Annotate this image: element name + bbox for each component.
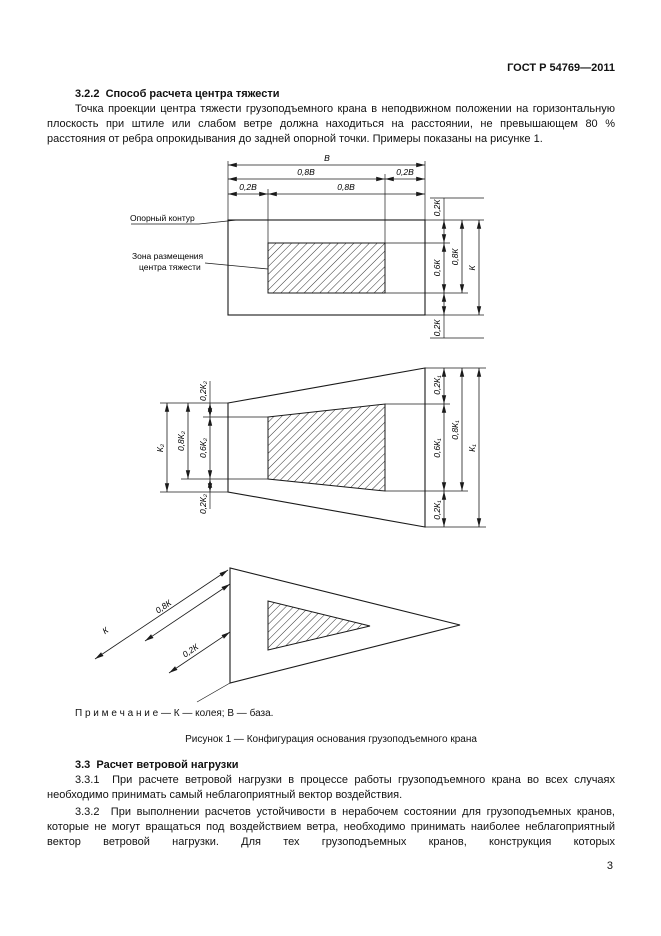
dim-label-K: К — [100, 624, 111, 636]
dim-label-08B: 0,8В — [297, 167, 315, 177]
callout-leader — [204, 262, 269, 270]
support-contour-triangle — [229, 567, 461, 684]
dim-label-02K1: 0,2К₁ — [432, 500, 442, 520]
callout-cg-zone-line2: центра тяжести — [139, 262, 201, 272]
dim-label-02K1: 0,2К₁ — [432, 375, 442, 395]
cg-zone-hatch — [267, 403, 386, 492]
dim-label-08K1: 0,8К₁ — [450, 420, 460, 440]
figure-1-drawing: В 0,8В 0,2В 0,2В 0,8В 0,2К 0,6К 0,2К — [94, 153, 486, 703]
dim-label-08B: 0,8В — [337, 182, 355, 192]
dim-label-02B: 0,2В — [396, 167, 414, 177]
dim-label-B: В — [324, 153, 330, 163]
dim-label-02K: 0,2К — [181, 641, 201, 659]
figure-note: П р и м е ч а н и е — К — колея; В — баз… — [75, 708, 274, 719]
page-content: 3.2.2 Способ расчета центра тяжести Точк… — [47, 88, 615, 850]
dim-label-06K2: 0,6К₂ — [198, 437, 208, 458]
support-contour-rect — [227, 219, 426, 316]
dim-label-02K2: 0,2К₂ — [198, 380, 208, 401]
plan-triangle-base: К 0,8К 0,2К — [94, 567, 461, 703]
paragraph-3-3-2: 3.3.2 При выполнении расчетов устойчивос… — [47, 806, 615, 848]
doc-number: ГОСТ Р 54769—2011 — [507, 62, 615, 74]
dim-label-08K: 0,8К — [450, 248, 460, 266]
dim-label-02B: 0,2В — [239, 182, 257, 192]
figure-caption: Рисунок 1 — Конфигурация основания грузо… — [185, 734, 477, 745]
callout-support-contour: Опорный контур — [130, 213, 195, 223]
figure-1: В 0,8В 0,2В 0,2В 0,8В 0,2К 0,6К 0,2К — [47, 153, 615, 705]
section-heading-3-3: 3.3 Расчет ветровой нагрузки — [75, 759, 239, 771]
paragraph-3-2-2: Точка проекции центра тяжести грузоподъе… — [47, 103, 615, 145]
dim-label-02K2: 0,2К₂ — [198, 493, 208, 514]
callout-leader — [131, 219, 238, 225]
paragraph-3-3-1: 3.3.1 При расчете ветровой нагрузки в пр… — [47, 774, 615, 801]
callout-cg-zone-line1: Зона размещения — [132, 251, 204, 261]
section-heading-3-2-2: 3.2.2 Способ расчета центра тяжести — [75, 88, 280, 100]
dim-label-K: К — [467, 265, 477, 271]
plan-rectangular-base: В 0,8В 0,2В 0,2В 0,8В 0,2К 0,6К 0,2К — [130, 153, 484, 339]
dim-label-06K1: 0,6К₁ — [432, 438, 442, 458]
plan-trapezoid-base: 0,2К₂ 0,6К₂ 0,2К₂ 0,8К₂ К₂ 0,2К₁ 0,6К₁ 0… — [155, 367, 486, 528]
dim-label-08K2: 0,8К₂ — [176, 430, 186, 451]
page-number: 3 — [606, 860, 613, 872]
cg-zone-hatch — [267, 600, 371, 651]
dim-label-K1: К₁ — [467, 444, 477, 452]
dim-label-02K: 0,2К — [432, 199, 442, 217]
dim-label-02K: 0,2К — [432, 319, 442, 337]
cg-zone-hatch — [267, 242, 386, 294]
dim-label-K2: К₂ — [155, 443, 165, 452]
dim-label-06K: 0,6К — [432, 259, 442, 277]
